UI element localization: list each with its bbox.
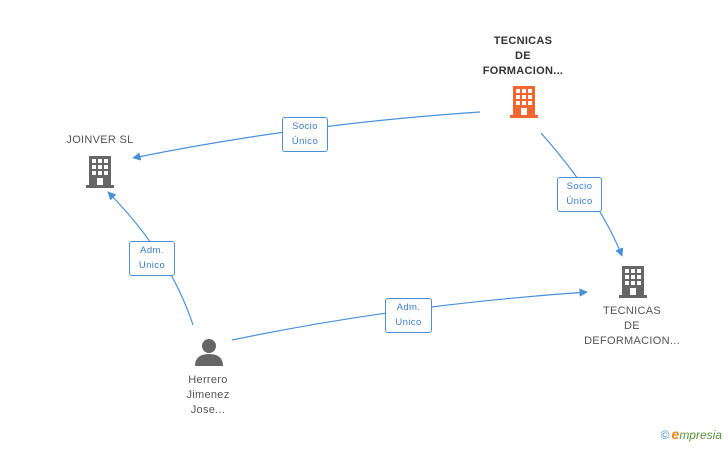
brand-logo: ©empresia	[661, 426, 722, 442]
node-label-tecnicas-deformacion[interactable]: TECNICAS DE DEFORMACION...	[584, 305, 680, 347]
building-icon[interactable]	[619, 266, 647, 298]
brand-initial: e	[671, 426, 680, 442]
building-icon[interactable]	[510, 86, 538, 118]
person-icon[interactable]	[195, 339, 223, 366]
node-label-tecnicas-formacion[interactable]: TECNICAS DE FORMACION...	[482, 35, 564, 77]
building-icon[interactable]	[86, 156, 114, 188]
edge-label-herrero-deformacion: Adm. Unico	[385, 298, 432, 333]
node-label-joinver[interactable]: JOINVER SL	[66, 134, 134, 146]
edge-label-formacion-joinver: Socio Único	[282, 117, 328, 152]
brand-name: mpresia	[679, 428, 722, 442]
node-label-herrero[interactable]: Herrero Jimenez Jose...	[186, 374, 230, 416]
edge-label-formacion-deformacion: Socio Único	[557, 177, 602, 212]
edge-label-herrero-joinver: Adm. Unico	[129, 241, 175, 276]
copyright-symbol: ©	[660, 428, 670, 442]
